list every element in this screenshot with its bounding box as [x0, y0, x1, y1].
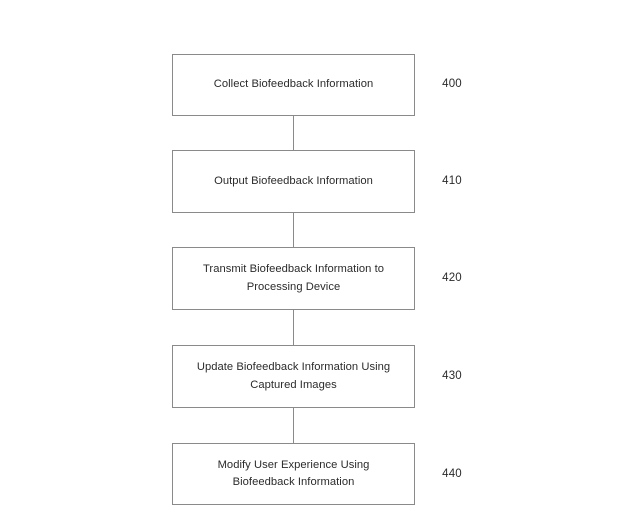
- process-box-430-label: Update Biofeedback Information Using Cap…: [196, 361, 391, 391]
- process-box-440[interactable]: Modify User Experience Using Biofeedback…: [172, 443, 415, 505]
- reference-numeral-400: 400: [442, 78, 462, 90]
- process-box-410-label: Output Biofeedback Information: [214, 174, 373, 187]
- process-box-420[interactable]: Transmit Biofeedback Information to Proc…: [172, 247, 415, 310]
- reference-numeral-410: 410: [442, 175, 462, 187]
- connector-410-to-420: [293, 213, 294, 247]
- connector-400-to-410: [293, 116, 294, 150]
- process-box-400-label: Collect Biofeedback Information: [213, 78, 374, 91]
- process-box-410[interactable]: Output Biofeedback Information: [172, 150, 415, 213]
- process-box-440-label: Modify User Experience Using Biofeedback…: [217, 458, 370, 488]
- process-box-430[interactable]: Update Biofeedback Information Using Cap…: [172, 345, 415, 408]
- process-box-400[interactable]: Collect Biofeedback Information: [172, 54, 415, 116]
- process-box-420-label: Transmit Biofeedback Information to Proc…: [202, 263, 385, 293]
- reference-numeral-420: 420: [442, 272, 462, 284]
- connector-430-to-440: [293, 408, 294, 443]
- reference-numeral-430: 430: [442, 370, 462, 382]
- reference-numeral-440: 440: [442, 468, 462, 480]
- connector-420-to-430: [293, 310, 294, 345]
